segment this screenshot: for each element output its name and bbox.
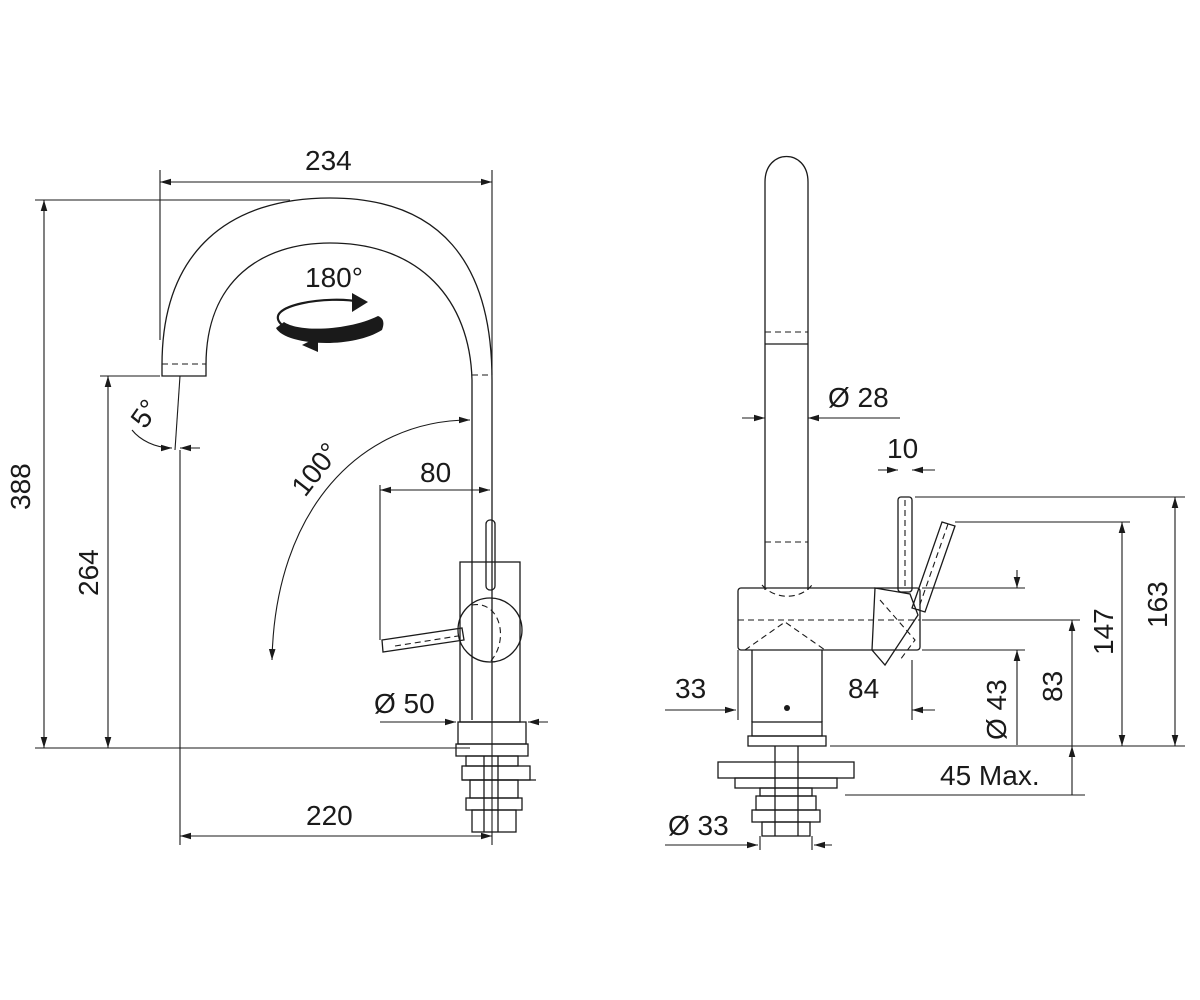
tilt-line <box>174 375 181 451</box>
faucet-body <box>459 561 521 723</box>
front-view: 234 388 264 220 80 Ø 50 5° 100° 180° <box>5 145 548 845</box>
dim-max-thickness: 45 Max. <box>940 760 1040 791</box>
rotation-arrow-icon <box>276 293 384 352</box>
dim-overall-reach: 234 <box>305 145 352 176</box>
side-neck <box>751 650 823 722</box>
side-view: Ø 28 10 163 147 83 Ø 43 33 84 45 Max. Ø … <box>665 156 1185 850</box>
side-body <box>737 587 921 651</box>
dim-spout-rotation: 180° <box>305 262 363 293</box>
spout-outer-curve <box>161 197 493 720</box>
side-lever-tilted <box>911 521 956 613</box>
lever-hub <box>457 597 523 663</box>
dim-lever-swing: 100° <box>285 437 345 502</box>
dim-spout-tilt: 5° <box>125 394 166 434</box>
dim-base-to-spout: 220 <box>306 800 353 831</box>
dim-lever-top-height: 147 <box>1088 608 1119 655</box>
lever-swing-arc <box>268 416 471 661</box>
dim-body-left: 33 <box>675 673 706 704</box>
dim-spout-height: 264 <box>73 549 104 596</box>
dim-total-height: 388 <box>5 463 36 510</box>
spout-tube <box>764 156 809 590</box>
spout-inner-curve <box>205 242 473 720</box>
lever-hub-hidden <box>471 604 501 663</box>
dim-body-diameter-side: Ø 43 <box>981 679 1012 740</box>
lever-swung <box>381 627 465 653</box>
spout-tip <box>161 365 207 377</box>
dim-shank-diameter: Ø 33 <box>668 810 729 841</box>
dim-body-right: 84 <box>848 673 879 704</box>
dim-spout-diameter: Ø 28 <box>828 382 889 413</box>
dim-body-height: 83 <box>1037 671 1068 702</box>
side-lever-vertical <box>897 496 913 593</box>
dim-body-diameter: Ø 50 <box>374 688 435 719</box>
side-base-plate <box>717 761 855 779</box>
lever-vertical <box>485 519 496 591</box>
dim-lever-height: 163 <box>1142 581 1173 628</box>
dim-lever-offset: 80 <box>420 457 451 488</box>
dim-lever-width: 10 <box>887 433 918 464</box>
